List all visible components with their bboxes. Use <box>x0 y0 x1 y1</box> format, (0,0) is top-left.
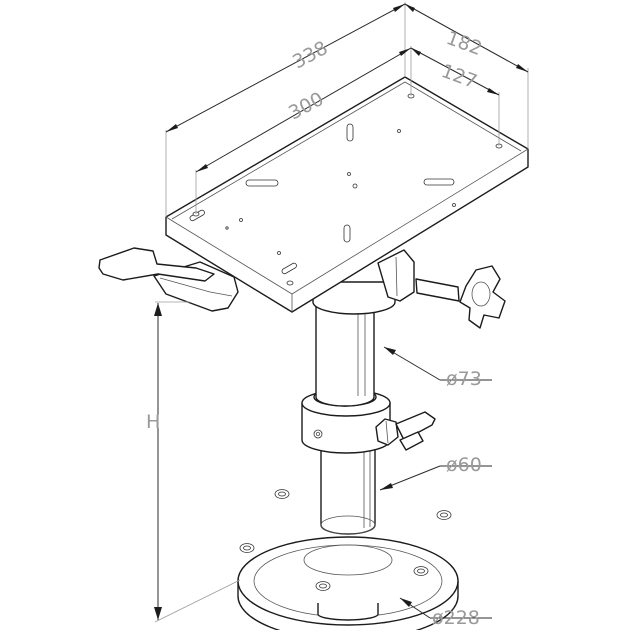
dim-hole-spacing-width-label: 127 <box>438 60 480 93</box>
upper-tube <box>315 306 375 407</box>
seat-small-holes <box>225 129 456 255</box>
dim-overall-width-label: 182 <box>443 27 485 60</box>
lock-knob <box>415 265 506 329</box>
swivel-head <box>312 249 415 315</box>
base-plate <box>237 489 459 635</box>
dim-lower-tube-diameter: ø60 <box>379 454 492 491</box>
slide-release-pedal <box>98 247 239 312</box>
seat-slot-holes <box>189 123 455 275</box>
clamp-lever <box>375 411 436 451</box>
dim-height-label: H <box>146 411 160 433</box>
seat-mounting-plate <box>165 76 529 313</box>
dim-height: H <box>146 301 241 623</box>
dim-upper-tube-diameter: ø73 <box>383 346 492 390</box>
dim-base-diameter: ø228 <box>399 597 492 629</box>
lower-tube <box>320 439 376 535</box>
dim-overall-length-label: 338 <box>289 37 331 73</box>
dim-lower-tube-diameter-label: ø60 <box>446 454 482 476</box>
base-mount-holes <box>239 489 452 591</box>
dim-hole-spacing-length-label: 300 <box>285 88 327 124</box>
dim-base-diameter-label: ø228 <box>432 607 480 629</box>
dim-upper-tube-diameter-label: ø73 <box>446 368 482 390</box>
